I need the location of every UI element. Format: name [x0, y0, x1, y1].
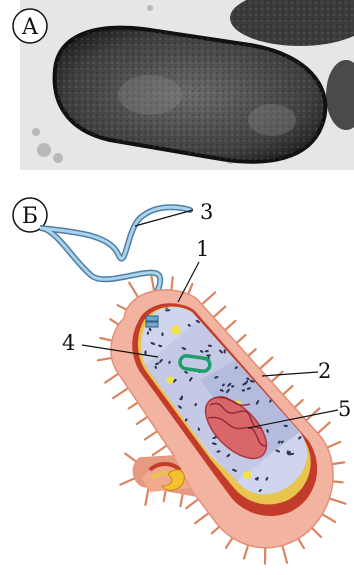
ribosome — [287, 334, 290, 338]
pilus — [180, 494, 182, 507]
ribosome — [297, 368, 301, 372]
pilus — [225, 321, 235, 330]
label-5: 5 — [338, 397, 351, 421]
pilus — [151, 276, 154, 291]
ribosome — [248, 318, 252, 322]
pilus — [318, 423, 330, 434]
pilus — [333, 481, 343, 482]
pilus — [137, 417, 148, 424]
pilus — [171, 277, 172, 290]
label-1: 1 — [196, 237, 209, 261]
flagellum-basal-body — [146, 316, 158, 327]
pilus — [212, 527, 220, 534]
pilus — [322, 514, 335, 522]
pilus — [248, 349, 255, 356]
ribosome — [281, 383, 285, 387]
ribosome — [280, 327, 284, 329]
leader-line-2 — [262, 372, 318, 376]
pilus — [329, 498, 345, 503]
pilus — [110, 319, 118, 325]
pilus — [226, 538, 233, 548]
ribosome — [293, 383, 298, 387]
label-4: 4 — [62, 331, 75, 355]
pilus — [145, 487, 148, 505]
ribosome — [263, 301, 267, 305]
pilus — [327, 442, 340, 448]
pilus — [282, 546, 287, 563]
pilus — [125, 454, 136, 462]
panel-b-letter: Б — [22, 204, 38, 229]
pilus — [129, 402, 138, 408]
pilus — [164, 490, 166, 501]
ribosome — [254, 300, 258, 304]
ribosome — [311, 364, 313, 368]
ribosome — [138, 413, 143, 418]
pilus — [195, 513, 209, 523]
pilus — [237, 335, 246, 343]
ribosome — [311, 404, 314, 408]
ribosome — [248, 316, 253, 320]
pilus — [118, 305, 127, 310]
pilus — [202, 292, 215, 304]
pilus — [298, 539, 304, 548]
ribosome — [308, 359, 313, 365]
ribosome — [133, 498, 138, 503]
pilus — [120, 478, 135, 484]
ribosome — [254, 329, 259, 333]
pilus — [260, 358, 273, 369]
ribosome — [312, 315, 318, 318]
pilus — [295, 400, 303, 407]
pilus — [129, 283, 138, 298]
ribosome — [236, 303, 240, 308]
pilus — [312, 528, 321, 537]
ribosome — [309, 298, 313, 303]
ribosome — [251, 327, 254, 333]
ribosome — [254, 313, 259, 318]
pilus — [332, 462, 344, 464]
pilus — [145, 431, 157, 439]
ribosome — [257, 299, 260, 303]
pilus — [98, 358, 112, 360]
ribosome — [278, 356, 283, 359]
pilus — [188, 284, 192, 294]
pilus — [244, 545, 248, 558]
ribosome — [225, 309, 227, 313]
pilus — [153, 446, 167, 456]
ribosome — [314, 299, 317, 303]
ribosome — [268, 331, 272, 335]
pilus — [113, 388, 128, 398]
panel-a-letter: А — [22, 15, 39, 40]
ribosome — [268, 364, 270, 367]
panel-a: А — [13, 0, 354, 170]
pilus — [186, 499, 198, 508]
label-3: 3 — [200, 200, 213, 224]
pilus — [100, 338, 112, 341]
ribosome — [258, 330, 260, 335]
pilus — [213, 307, 225, 318]
pilus — [283, 386, 293, 395]
ribosome — [243, 327, 248, 332]
pilus — [105, 374, 118, 383]
label-2: 2 — [318, 359, 331, 383]
pilus — [271, 372, 282, 382]
panel-b: Б — [13, 198, 351, 564]
ribosome — [257, 358, 261, 364]
